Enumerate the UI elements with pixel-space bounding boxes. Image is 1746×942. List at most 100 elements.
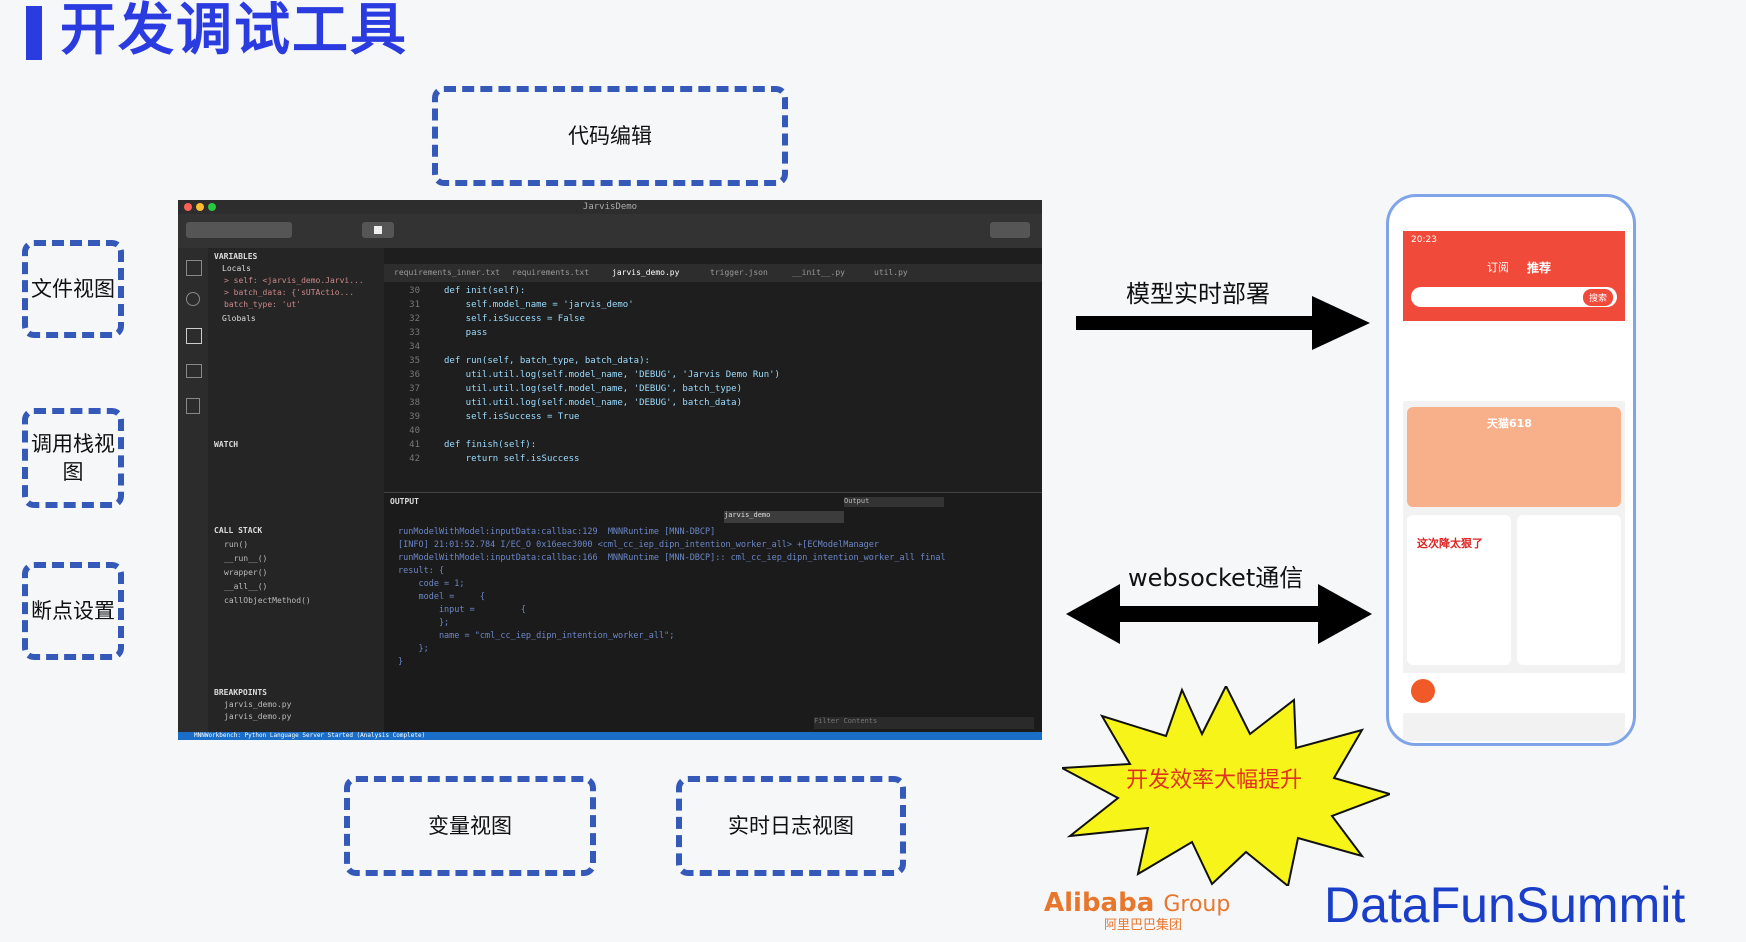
variable-view-box: 变量视图 [344, 776, 596, 876]
promo-banner[interactable]: 天猫618 [1407, 407, 1621, 507]
code-line[interactable]: return self.isSuccess [444, 454, 580, 464]
variable-item[interactable]: > batch_data: {'sUTActio... [224, 288, 355, 297]
line-number: 36 [409, 370, 420, 380]
output-panel: OUTPUT Output jarvis_demo runModelWithMo… [384, 492, 1042, 733]
tab-init[interactable]: __init__.py [792, 268, 845, 277]
line-number: 33 [409, 328, 420, 338]
ide-toolbar [178, 214, 1042, 248]
tab-requirements-inner[interactable]: requirements_inner.txt [394, 268, 500, 277]
extensions-icon[interactable] [186, 364, 202, 378]
maximize-dot[interactable] [208, 203, 216, 211]
breakpoint-item[interactable]: jarvis_demo.py [224, 712, 292, 721]
globals-header[interactable]: Globals [222, 314, 256, 323]
log-line: name = "cml_cc_iep_dipn_intention_worker… [398, 631, 675, 641]
code-line[interactable]: util.util.log(self.model_name, 'DEBUG', … [444, 370, 780, 380]
bottom-nav [1403, 673, 1625, 713]
stack-frame[interactable]: callObjectMethod() [224, 596, 311, 605]
stack-frame[interactable]: wrapper() [224, 568, 268, 577]
line-number: 41 [409, 440, 420, 450]
call-stack-label: 调用栈视图 [31, 430, 115, 486]
variable-item[interactable]: batch_type: 'ut' [224, 300, 302, 309]
log-view-box: 实时日志视图 [676, 776, 906, 876]
watch-header[interactable]: WATCH [214, 440, 239, 449]
files-icon[interactable] [186, 260, 202, 276]
tab-util[interactable]: util.py [874, 268, 908, 277]
ide-titlebar: JarvisDemo [178, 200, 1042, 214]
alibaba-group-text: Group [1163, 892, 1231, 917]
tab-trigger[interactable]: trigger.json [710, 268, 768, 277]
device-select[interactable] [186, 222, 292, 238]
outline-icon[interactable] [186, 398, 200, 414]
log-line: [INFO] 21:01:52.784 I/EC_O 0x16eec3000 <… [398, 540, 880, 550]
code-line[interactable]: def finish(self): [444, 440, 537, 450]
code-edit-box: 代码编辑 [432, 86, 788, 186]
output-select[interactable]: Output [844, 497, 944, 507]
log-view-label: 实时日志视图 [728, 814, 854, 838]
line-number: 31 [409, 300, 420, 310]
settings-button[interactable] [990, 222, 1030, 238]
stack-frame[interactable]: __all__() [224, 582, 268, 591]
call-stack-box: 调用栈视图 [22, 408, 124, 508]
datafun-logo: DataFunSummit [1324, 877, 1686, 933]
code-line[interactable]: def init(self): [444, 286, 526, 296]
code-line[interactable]: pass [444, 328, 488, 338]
variables-header[interactable]: VARIABLES [214, 252, 258, 261]
burst-text: 开发效率大幅提升 [1126, 768, 1303, 793]
log-line: } [398, 657, 404, 667]
status-bar: MNNWorkbench: Python Language Server Sta… [178, 732, 1042, 740]
log-line: }; [398, 618, 450, 628]
close-dot[interactable] [184, 203, 192, 211]
debug-icon[interactable] [186, 328, 202, 344]
log-line: }; [398, 644, 429, 654]
app-header: 20:23 订阅 推荐 搜索 [1403, 231, 1625, 321]
stack-frame[interactable]: __run__() [224, 554, 268, 563]
phone-frame: 20:23 订阅 推荐 搜索 天猫618 这次降太狠了 [1386, 194, 1636, 746]
code-line[interactable]: def run(self, batch_type, batch_data): [444, 356, 650, 366]
search-icon[interactable] [186, 292, 200, 306]
title-accent-bar [26, 6, 42, 60]
ide-screenshot: JarvisDemo VARIABLES Locals > self: <jar… [178, 200, 1042, 740]
tab-recommend[interactable]: 推荐 [1527, 261, 1552, 275]
log-line: runModelWithModel:inputData:callbac:129 … [398, 527, 716, 537]
filter-input[interactable]: Filter Contents [814, 717, 1034, 729]
call-stack-header[interactable]: CALL STACK [214, 526, 263, 535]
alibaba-logo: Alibaba Group [1044, 888, 1230, 918]
tab-subscribe[interactable]: 订阅 [1487, 261, 1509, 274]
alibaba-cn-text: 阿里巴巴集团 [1104, 918, 1183, 933]
tab-requirements[interactable]: requirements.txt [512, 268, 590, 277]
product-card-title: 这次降太狠了 [1417, 537, 1483, 550]
log-line: model = { [398, 592, 485, 602]
tab-jarvis-demo[interactable]: jarvis_demo.py [612, 268, 680, 277]
file-view-box: 文件视图 [22, 240, 124, 338]
code-line[interactable]: util.util.log(self.model_name, 'DEBUG', … [444, 384, 743, 394]
call-stack-label-line2: 图 [62, 460, 84, 484]
variable-item[interactable]: > self: <jarvis_demo.Jarvi... [224, 276, 364, 285]
line-number: 37 [409, 384, 420, 394]
minimize-dot[interactable] [196, 203, 204, 211]
output-header[interactable]: OUTPUT [390, 497, 419, 506]
starburst-icon [1062, 686, 1390, 886]
line-number: 32 [409, 314, 420, 324]
search-input[interactable]: 搜索 [1411, 287, 1617, 307]
taobao-home-icon[interactable] [1411, 679, 1435, 703]
product-card[interactable] [1517, 515, 1621, 665]
output-search-input[interactable]: jarvis_demo [724, 511, 844, 523]
file-view-label: 文件视图 [31, 277, 115, 301]
code-line[interactable]: self.model_name = 'jarvis_demo' [444, 300, 634, 310]
debug-sidebar: VARIABLES Locals > self: <jarvis_demo.Ja… [208, 248, 384, 732]
search-button[interactable]: 搜索 [1582, 289, 1613, 306]
breakpoint-item[interactable]: jarvis_demo.py [224, 700, 292, 709]
product-card[interactable]: 这次降太狠了 [1407, 515, 1511, 665]
stack-frame[interactable]: run() [224, 540, 249, 549]
code-line[interactable]: self.isSuccess = True [444, 412, 580, 422]
code-line[interactable]: util.util.log(self.model_name, 'DEBUG', … [444, 398, 743, 408]
locals-header[interactable]: Locals [222, 264, 251, 273]
category-grid[interactable] [1403, 321, 1625, 401]
phone-screen: 20:23 订阅 推荐 搜索 天猫618 这次降太狠了 [1403, 231, 1625, 741]
breakpoints-header[interactable]: BREAKPOINTS [214, 688, 267, 697]
line-number: 38 [409, 398, 420, 408]
code-line[interactable]: self.isSuccess = False [444, 314, 585, 324]
stop-button[interactable] [362, 222, 394, 238]
status-time: 20:23 [1411, 235, 1437, 245]
